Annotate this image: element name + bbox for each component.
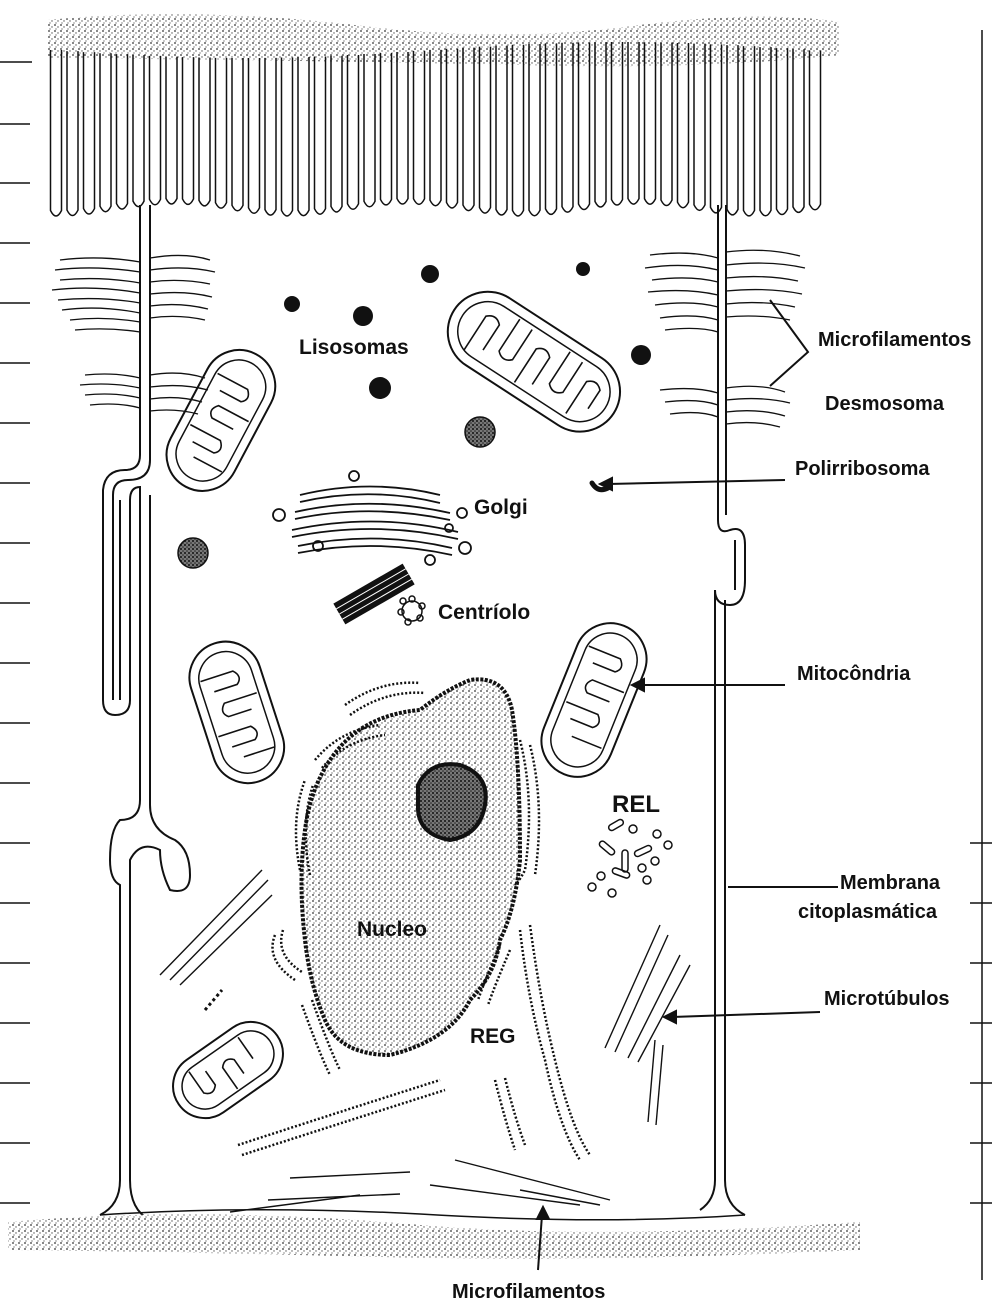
cell-membrane-left — [100, 205, 140, 1215]
microvilli — [51, 42, 821, 216]
label-membrana-1: Membrana — [840, 872, 941, 894]
microvillus — [595, 42, 606, 207]
mitochondrion-upper-left — [154, 337, 288, 503]
desmosome-left — [52, 255, 215, 414]
nucleus — [302, 679, 521, 1055]
microvillus — [249, 58, 260, 213]
label-lisosomas: Lisosomas — [299, 336, 409, 359]
microvillus — [678, 43, 689, 208]
microvillus — [348, 55, 359, 209]
microvillus — [315, 56, 326, 214]
label-microfilamentos-top: Microfilamentos — [818, 329, 971, 351]
label-centriolo: Centríolo — [438, 601, 530, 624]
microfilamentos-bottom-arrowhead — [537, 1207, 549, 1219]
microtubulos-leader — [672, 1012, 820, 1017]
margin-ticks — [0, 30, 992, 1280]
microvillus — [463, 48, 474, 211]
microvillus — [67, 51, 78, 215]
microvillus — [579, 42, 590, 209]
microvillus — [265, 58, 276, 215]
mitochondrion-lower-left — [160, 1009, 295, 1130]
golgi-apparatus — [273, 471, 471, 565]
lysosome — [369, 377, 391, 399]
lysosome — [576, 262, 590, 276]
basal-coat — [8, 1214, 860, 1259]
microfilamentos-top-leader — [770, 300, 808, 386]
label-polirribosoma: Polirribosoma — [795, 458, 930, 480]
microvillus — [397, 52, 408, 204]
lysosome — [421, 265, 439, 283]
microvillus — [562, 43, 573, 212]
centriole — [333, 564, 425, 625]
microvillus — [51, 50, 62, 216]
microvillus — [150, 56, 161, 205]
label-desmosoma: Desmosoma — [825, 393, 945, 415]
microvillus — [793, 49, 804, 212]
cell-membrane-right — [700, 205, 745, 1210]
label-microtubulos: Microtúbulos — [824, 988, 950, 1010]
microvillus — [496, 46, 507, 215]
microvillus — [166, 57, 177, 204]
microvillus — [628, 42, 639, 204]
label-reg: REG — [470, 1025, 516, 1048]
microvillus — [513, 45, 524, 216]
polirribosoma-leader — [608, 480, 785, 484]
leader-lines — [537, 300, 838, 1270]
microvillus — [133, 55, 144, 207]
label-nucleo: Nucleo — [357, 918, 427, 941]
microvillus — [364, 54, 375, 207]
label-membrana-2: citoplasmática — [798, 901, 938, 923]
microvillus — [100, 53, 111, 212]
microtubulos-arrowhead — [664, 1011, 676, 1023]
nucleolus — [418, 764, 486, 840]
lysosome — [353, 306, 373, 326]
cell-membrane-right-inner — [725, 205, 745, 1215]
label-golgi: Golgi — [474, 496, 528, 519]
microvillus — [711, 44, 722, 213]
microvillus — [546, 43, 557, 214]
lysosomes — [284, 262, 651, 399]
microvillus — [810, 50, 821, 209]
microvillus — [381, 53, 392, 205]
microvillus — [414, 51, 425, 204]
microvillus — [282, 58, 293, 216]
lysosome — [631, 345, 651, 365]
label-rel: REL — [612, 791, 660, 818]
microvillus — [612, 42, 623, 205]
microvillus — [84, 52, 95, 214]
lysosome — [284, 296, 300, 312]
microvillus — [694, 44, 705, 211]
smooth-er — [588, 818, 672, 897]
microvillus — [744, 46, 755, 216]
microvillus — [232, 58, 243, 211]
microvillus — [331, 56, 342, 212]
label-mitocondria: Mitocôndria — [797, 663, 911, 685]
peroxisomes — [178, 417, 495, 568]
mitochondrion-right — [531, 612, 658, 787]
mitochondrion-top — [432, 276, 635, 447]
microvillus — [298, 57, 309, 216]
label-microfilamentos-bottom: Microfilamentos — [452, 1281, 605, 1303]
microvillus — [216, 58, 227, 208]
microvillus — [183, 57, 194, 204]
mitochondrion-middle-left — [180, 632, 293, 792]
microvillus — [727, 45, 738, 215]
microvillus — [529, 44, 540, 216]
microvillus — [447, 49, 458, 208]
microvillus — [661, 43, 672, 206]
microvillus — [777, 48, 788, 214]
basal-microfilaments — [230, 1160, 610, 1212]
microvillus — [430, 50, 441, 206]
microvillus — [199, 58, 210, 206]
microvillus — [760, 47, 771, 216]
microvillus — [117, 54, 128, 209]
microvillus — [645, 42, 656, 204]
microvillus — [480, 47, 491, 213]
